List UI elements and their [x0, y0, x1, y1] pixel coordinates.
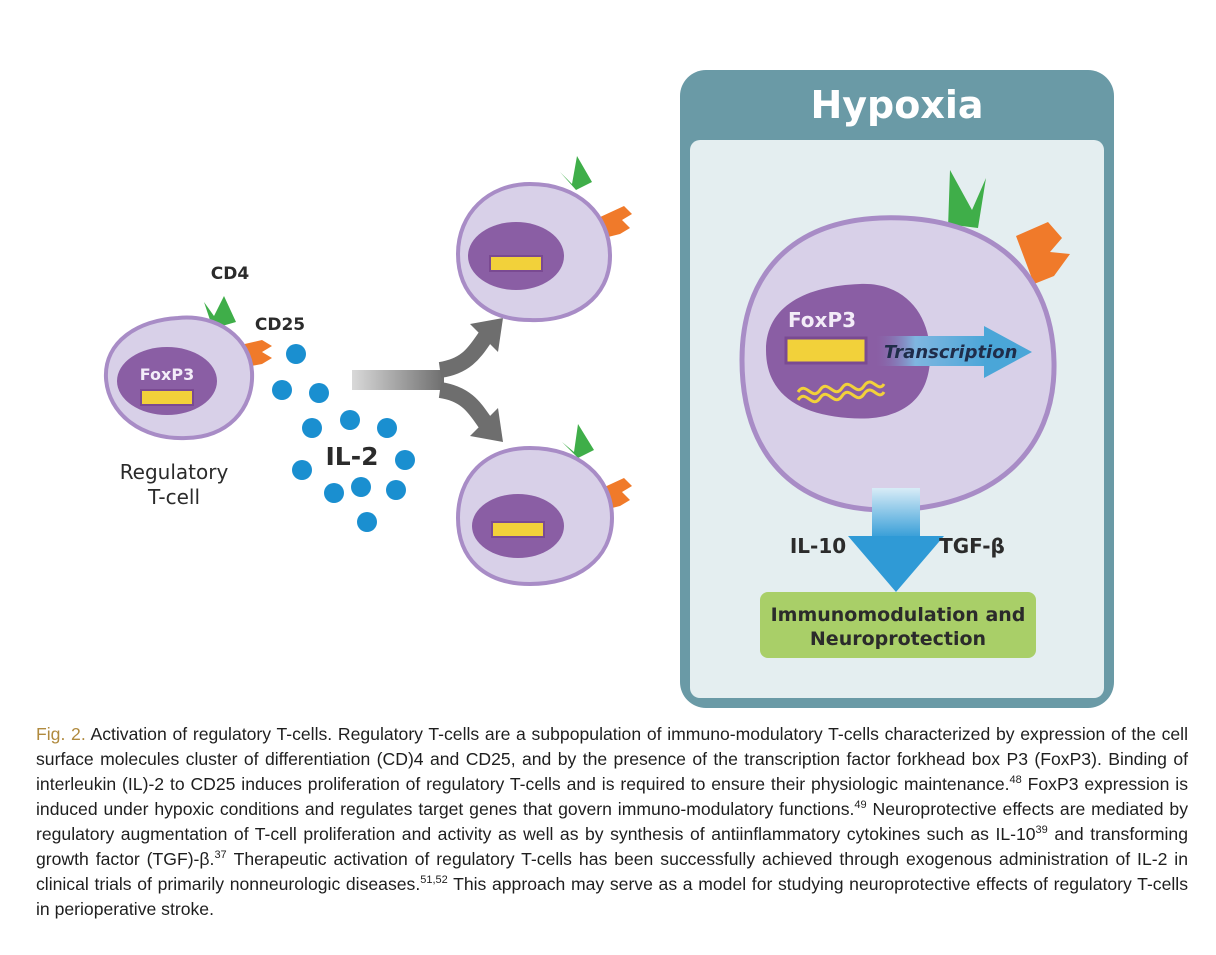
il2-dot	[309, 383, 329, 403]
foxp3-label: FoxP3	[140, 365, 194, 384]
proliferation-arrow	[352, 318, 503, 442]
il2-dot	[340, 410, 360, 430]
cd4-receptor-icon	[930, 170, 986, 228]
outcome-box	[760, 592, 1036, 658]
outcome-line1: Immunomodulation and	[771, 604, 1026, 626]
il2-molecules	[272, 344, 415, 532]
regulatory-t-cell: FoxP3	[103, 296, 272, 441]
regulatory-label-line1: Regulatory	[120, 460, 229, 484]
cd4-receptor-icon	[562, 424, 594, 458]
il2-dot	[324, 483, 344, 503]
transcription-label: Transcription	[884, 342, 1017, 363]
caption-text: Activation of regulatory T-cells. Regula…	[36, 724, 1189, 794]
foxp3-gene-box	[784, 336, 868, 365]
caption-text: FoxP3 expression is induced under hypoxi…	[36, 774, 1188, 819]
reference: 51,52	[420, 874, 448, 887]
reference: 48	[1009, 774, 1022, 787]
figure-number: Fig. 2.	[36, 724, 86, 744]
il2-dot	[377, 418, 397, 438]
il2-dot	[395, 450, 415, 470]
tgf-label: TGF-β	[939, 534, 1005, 558]
caption-text: This approach may serve as a model for s…	[36, 874, 1188, 919]
il2-dot	[302, 418, 322, 438]
caption-text: Therapeutic activation of regulatory T-c…	[36, 849, 1188, 894]
reference: 49	[854, 799, 867, 812]
reference: 39	[1035, 824, 1048, 837]
foxp3-gene-box	[489, 255, 543, 272]
mrna-icon	[796, 388, 886, 404]
hypoxia-panel: Hypoxia Transcription FoxP3 IL-10 TGF-β …	[680, 70, 1114, 708]
il2-dot	[357, 512, 377, 532]
figure-diagram: FoxP3 CD4 CD25 Regulatory T-cell IL-2	[103, 70, 1114, 708]
secretion-arrow-shaft	[872, 488, 920, 540]
figure-caption: Fig. 2. Activation of regulatory T-cells…	[36, 722, 1188, 922]
il2-dot	[292, 460, 312, 480]
cd4-receptor-icon	[560, 156, 592, 190]
cd25-label: CD25	[255, 315, 305, 335]
mrna-icon	[796, 380, 886, 396]
il10-label: IL-10	[790, 534, 846, 558]
transcription-arrow-shaft	[876, 336, 988, 366]
cd4-label: CD4	[211, 264, 250, 284]
hypoxia-title: Hypoxia	[810, 83, 983, 127]
cd4-receptor-icon	[204, 296, 236, 326]
regulatory-label-line2: T-cell	[147, 485, 200, 509]
hypoxia-foxp3-label: FoxP3	[788, 308, 856, 332]
foxp3-gene-box	[140, 389, 194, 406]
il2-dot	[386, 480, 406, 500]
il2-dot	[286, 344, 306, 364]
transcription-arrow-head	[984, 326, 1032, 378]
caption-text: and transforming growth factor (TGF)-β.	[36, 824, 1188, 869]
outcome-line2: Neuroprotection	[810, 628, 986, 650]
il2-dot	[272, 380, 292, 400]
foxp3-gene-box	[491, 521, 545, 538]
reference: 37	[214, 849, 227, 862]
secretion-arrow-head	[848, 536, 944, 592]
daughter-cell-lower	[455, 424, 632, 587]
caption-text: Neuroprotective effects are mediated by …	[36, 799, 1188, 844]
il2-dot	[351, 477, 371, 497]
daughter-cell-upper	[455, 156, 632, 323]
il2-label: IL-2	[325, 442, 378, 471]
cd25-receptor-icon	[1016, 222, 1070, 284]
